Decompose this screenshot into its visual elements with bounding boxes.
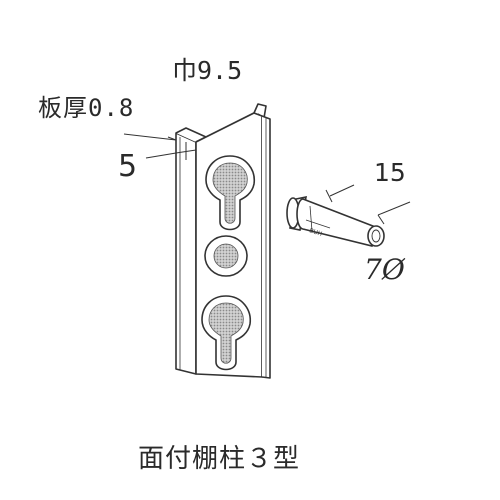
shelf-pillar [175,103,271,379]
round-hole [204,235,248,277]
dimension-length-leader [325,184,411,225]
thickness-label: 板厚0.8 [38,94,135,122]
svg-text:BUH: BUH [308,227,323,238]
pin-diameter-label: 7Ø [364,253,405,286]
pin-length-label: 15 [374,158,406,187]
width-label: 巾9.5 [172,56,243,85]
keyhole-slot-upper [205,155,255,231]
depth-label: 5 [118,149,138,184]
keyhole-slot-lower [201,295,251,371]
dimension-thickness-leader [123,133,177,141]
dimension-depth-leader [145,142,197,160]
diagram-caption: 面付棚柱３型 [138,444,301,474]
shelf-pin: BUH [286,195,385,247]
pillar-side-face [175,132,197,375]
pin-end [367,225,385,247]
